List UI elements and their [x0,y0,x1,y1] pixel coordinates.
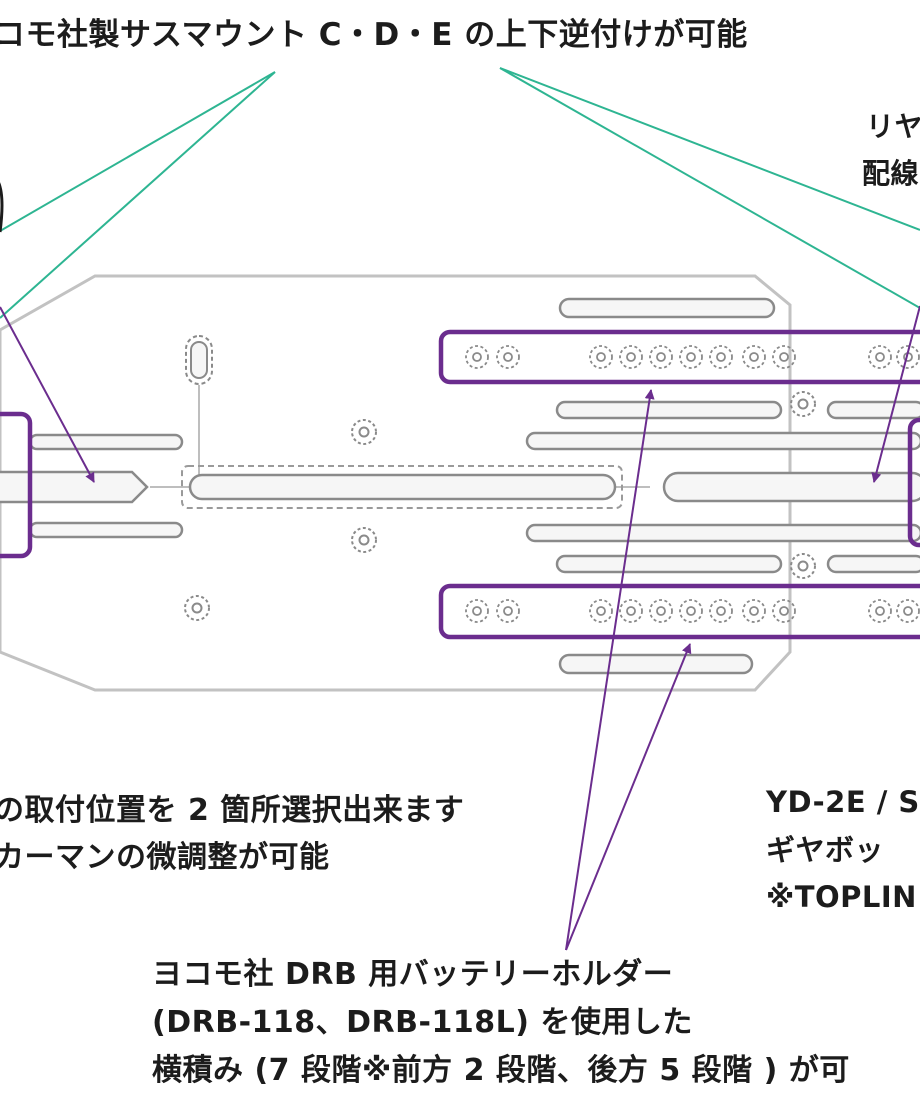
mount-hole [351,419,377,445]
mount-hole [797,398,809,410]
mount-hole [191,602,203,614]
slots-lower [28,521,920,675]
green-leader-lines [0,67,920,319]
slot [826,400,920,420]
mount-holes [184,391,816,621]
right-mid-label-2: ギヤボッ [766,833,885,867]
right-top-label-1: リヤ [866,110,920,143]
oval-mount-hole [185,335,213,385]
battery-row-upper-box [438,329,920,385]
right-mid-label-1: YD-2E / S [766,785,920,819]
purple-highlight-boxes [0,329,920,640]
dashed-battery-area [181,465,623,509]
main-center-slot [188,473,617,501]
mount-hole [358,426,370,438]
bottom-label-3: 横積み (7 段階※前方 2 段階、後方 5 段階 ) が可 [152,1053,850,1088]
slot [555,400,783,420]
right-top-label-2: 配線 [862,157,920,190]
battery-hole-row-upper [465,345,920,369]
battery-hole-row-lower [465,599,920,623]
slot [525,431,920,451]
rear-slot-box [907,417,920,548]
top-label: コモ社製サスマウント C・D・E の上下逆付けが可能 [0,17,748,53]
mount-hole [790,553,816,579]
slot [525,523,920,543]
rear-center-slot [662,471,920,503]
bottom-label-2: (DRB-118、DRB-118L) を使用した [152,1005,693,1040]
front-center-slot [0,470,149,504]
oval-mount-slot [190,341,208,379]
left-mid-label-2: カーマンの微調整が可能 [0,840,330,875]
bottom-label-1: ヨコモ社 DRB 用バッテリーホルダー [152,957,674,992]
slot [558,297,776,319]
slot [826,554,920,574]
mount-hole [797,560,809,572]
purple-arrows [0,305,920,951]
left-label-bracket [0,182,4,233]
right-mid-label-3: ※TOPLIN [766,880,917,914]
chassis-plate-outline [0,274,792,692]
mount-hole [790,391,816,417]
slot [28,433,184,451]
slot [28,521,184,539]
mount-hole [351,527,377,553]
left-mid-label-1: の取付位置を 2 箇所選択出来ます [0,793,465,828]
slots-upper [28,297,920,451]
front-slot-box [0,411,33,559]
slot [555,554,783,574]
mount-hole [358,534,370,546]
slot [558,653,754,675]
battery-row-lower-box [438,583,920,640]
mount-hole [184,595,210,621]
